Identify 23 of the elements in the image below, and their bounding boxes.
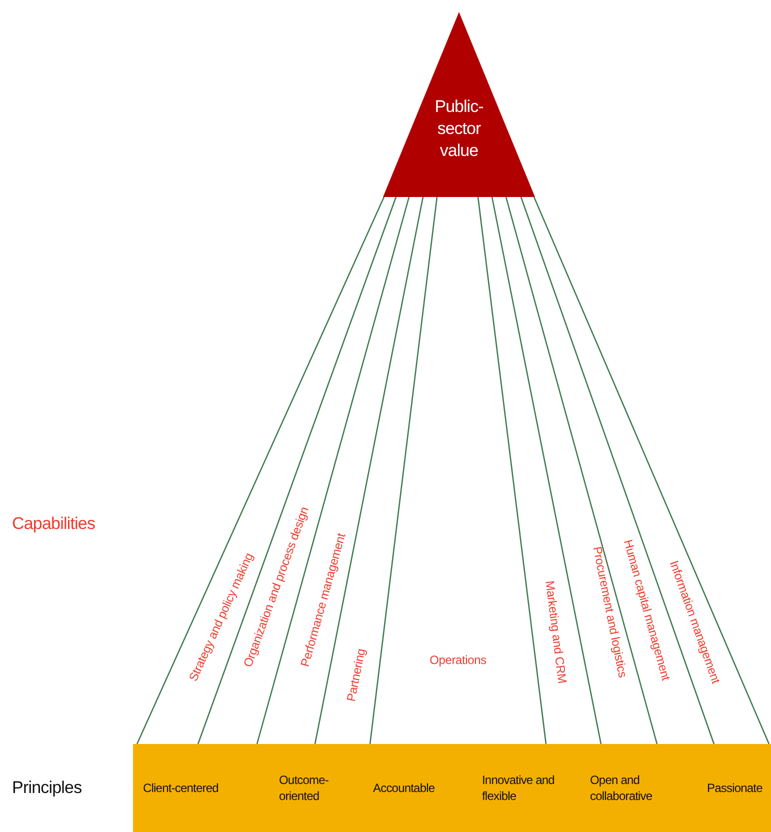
connector-line <box>369 196 438 744</box>
connector-line <box>477 196 547 744</box>
triangle-label: Public-sector value <box>434 96 484 162</box>
principle-label: Passionate <box>707 780 764 796</box>
capability-label: Marketing and CRM <box>542 580 570 684</box>
section-heading: Capabilities <box>12 514 96 534</box>
capability-label: Operations <box>430 653 486 667</box>
connector-line <box>314 196 424 744</box>
principle-label: Innovative and flexible <box>482 772 556 804</box>
principle-label: Open and collaborative <box>590 772 654 804</box>
principle-label: Client-centered <box>143 780 220 796</box>
value-triangle <box>383 12 535 197</box>
connector-line <box>136 196 385 744</box>
connector-line <box>491 196 602 744</box>
connector-line <box>520 196 715 744</box>
principle-label: Outcome-oriented <box>279 772 330 804</box>
connector-line <box>505 196 658 744</box>
section-heading: Principles <box>12 778 82 798</box>
principles-bar <box>133 744 771 832</box>
connector-line <box>256 196 410 744</box>
principle-label: Accountable <box>373 780 436 796</box>
connector-line <box>533 196 770 744</box>
connector-line <box>197 196 397 744</box>
